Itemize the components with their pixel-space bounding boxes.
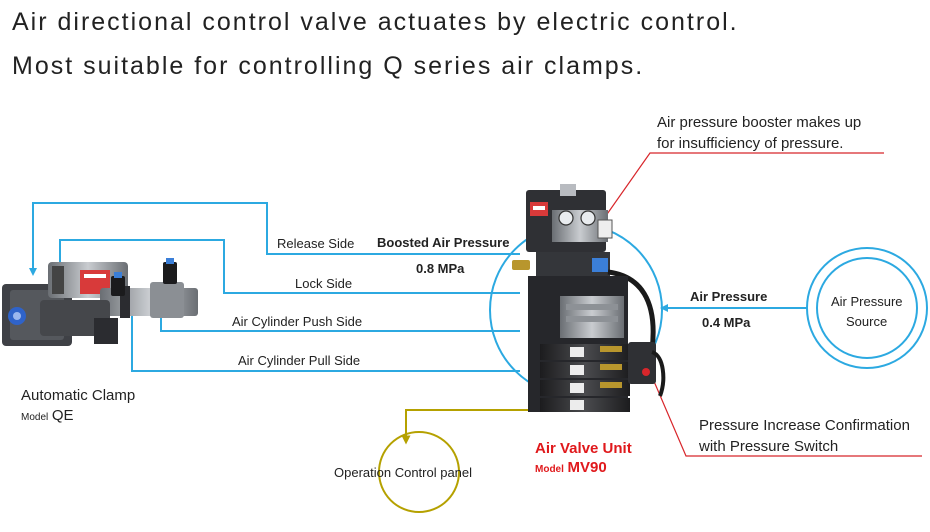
clamp-model: Model QE <box>21 407 74 424</box>
headline-line-2: Most suitable for controlling Q series a… <box>12 52 645 80</box>
pull-side-line <box>128 296 520 372</box>
booster-callout-line-1: Air pressure booster makes up <box>657 114 862 131</box>
air-pressure-label: Air Pressure <box>690 289 768 304</box>
valve-unit-name: Air Valve Unit <box>535 440 632 457</box>
push-side-label: Air Cylinder Push Side <box>232 314 363 329</box>
clamp-name: Automatic Clamp <box>21 387 136 404</box>
source-inner-circle <box>816 257 918 359</box>
switch-callout-line-1: Pressure Increase Confirmation <box>699 417 910 434</box>
boosted-pressure-value: 0.8 MPa <box>416 261 465 276</box>
valve-unit-illustration <box>512 184 666 412</box>
valve-unit-model-code: MV90 <box>567 459 607 476</box>
clamp-model-prefix: Model <box>21 412 49 423</box>
clamp-illustration <box>2 258 198 346</box>
booster-callout-line-2: for insufficiency of pressure. <box>657 135 844 152</box>
source-outer-circle <box>806 247 928 369</box>
lock-side-line <box>56 239 520 294</box>
air-lines <box>29 202 928 397</box>
release-side-label: Release Side <box>277 236 355 251</box>
source-label-line-1: Air Pressure <box>831 294 903 309</box>
panel-label: Operation Control panel <box>334 465 473 480</box>
boosted-pressure-label: Boosted Air Pressure <box>377 235 510 250</box>
lock-side-label: Lock Side <box>295 276 353 291</box>
valve-unit-model-prefix: Model <box>535 464 564 475</box>
air-pressure-value: 0.4 MPa <box>702 315 751 330</box>
switch-callout: Pressure Increase Confirmation with Pres… <box>699 415 910 457</box>
valve-unit-model: Model MV90 <box>535 459 607 476</box>
booster-callout: Air pressure booster makes up for insuff… <box>657 112 861 154</box>
pull-side-label: Air Cylinder Pull Side <box>238 353 361 368</box>
clamp-model-code: QE <box>51 407 74 424</box>
headline-line-1: Air directional control valve actuates b… <box>12 8 739 36</box>
signal-line <box>378 409 528 513</box>
release-side-line <box>29 202 520 276</box>
panel-circle <box>378 431 460 513</box>
switch-callout-line-2: with Pressure Switch <box>699 438 839 455</box>
source-label-line-2: Source <box>846 314 888 329</box>
